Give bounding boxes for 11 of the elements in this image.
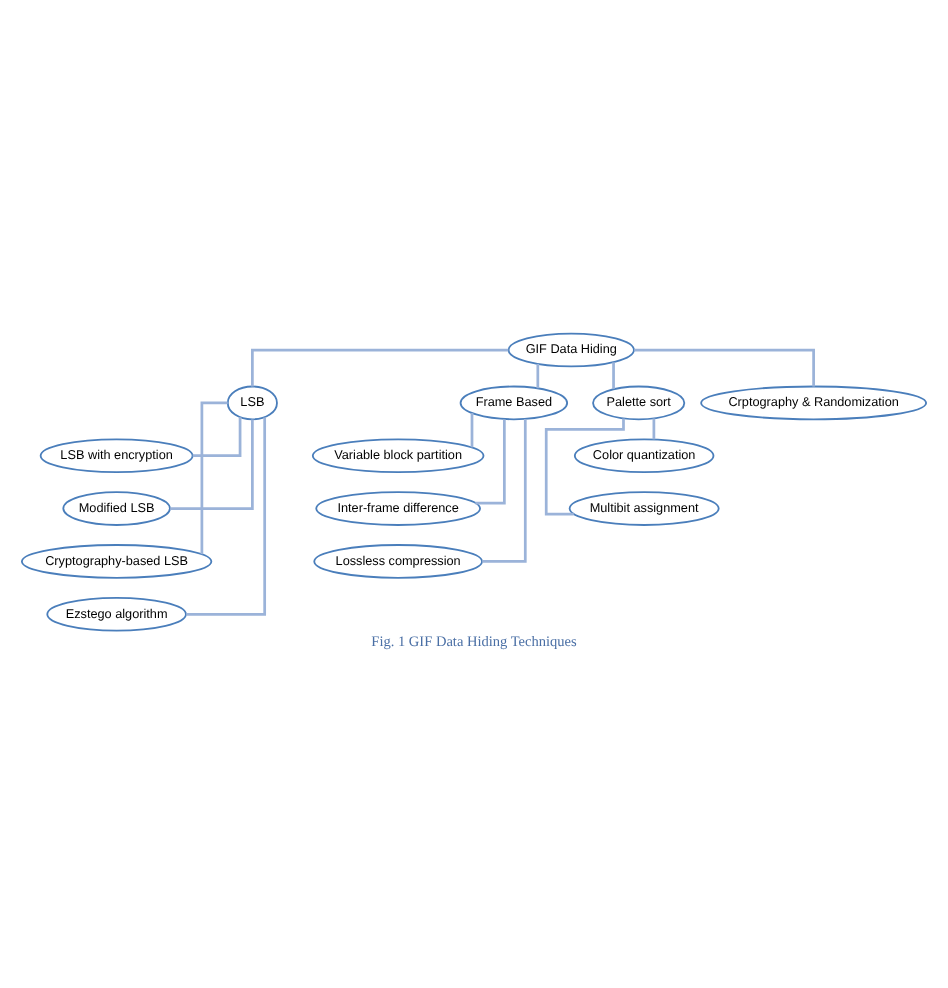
connector [536,363,540,389]
connector [200,401,228,555]
connector [170,419,254,510]
connector [482,418,527,563]
connector [192,417,242,458]
connector [186,417,267,616]
connector [470,413,474,448]
connector [251,348,509,387]
connector [652,418,656,440]
connector [612,362,615,389]
connector [634,348,815,387]
